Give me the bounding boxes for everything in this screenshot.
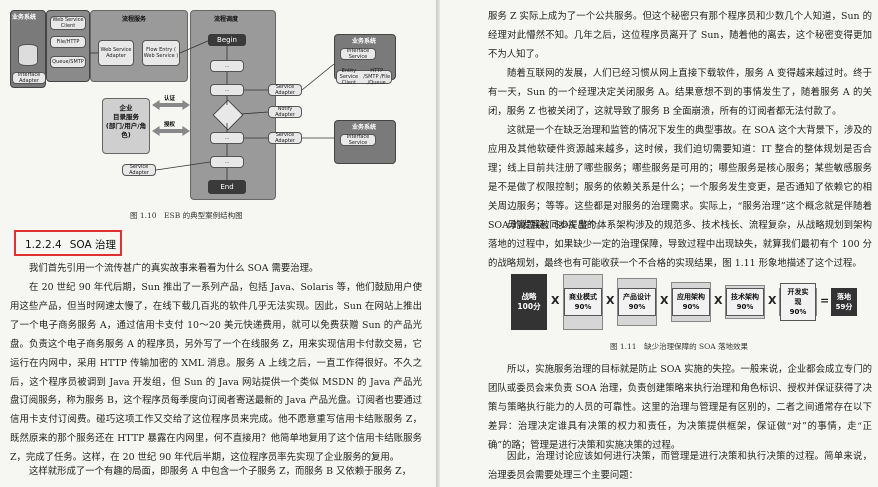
esb-diagram: 业务系统 Web Service Client File/HTTP Queue/… — [6, 4, 430, 204]
right-para-4: 所以，实施服务治理的目标就是防止 SOA 实施的失控。一般来说，企业都会成立专门… — [488, 364, 872, 451]
funnel-result: 落地 59分 — [831, 288, 857, 316]
section-title: SOA 治理 — [69, 239, 117, 251]
flow-item-0: Web Service Adapter — [98, 40, 134, 66]
book-gutter — [436, 0, 440, 487]
equals-sign: = — [820, 294, 830, 307]
fig110-caption: 图 1.10 ESB 的典型案例结构图 — [130, 211, 243, 220]
left-para-2: 这样就形成了一个有趣的局面，即服务 A 中包含一个子服务 Z，而服务 B 又依赖… — [29, 466, 412, 477]
section-heading: 1.2.2.4 SOA 治理 — [25, 237, 116, 252]
right-para-0: 服务 Z 实际上成为了一个公共服务。但这个秘密只有那个程序员和少数几个人知道，S… — [488, 11, 872, 60]
stage-3-name: 技术架构 — [731, 293, 759, 301]
stage-3-rate: 90% — [736, 303, 754, 311]
step-2: ... — [210, 84, 244, 96]
funnel-stage-0: 商业模式 90% — [563, 274, 603, 330]
flow-schedule-title: 流程调度 — [214, 16, 239, 23]
stage-1-name: 产品设计 — [623, 293, 651, 301]
right-para-2: 这就是一个在缺乏治理和监管的情况下发生的典型事故。在 SOA 这个大背景下，涉及… — [488, 125, 872, 231]
funnel-start-label: 战略 — [521, 292, 537, 301]
left-para-1: 在 20 世纪 90 年代后期，Sun 推出了一系列产品，包括 Java、Sol… — [10, 282, 422, 464]
stage-0-name: 商业模式 — [569, 293, 597, 301]
multiply-sign-1: X — [606, 294, 615, 307]
adapter-1: Notify Adapter — [268, 106, 302, 118]
diagram-connectors — [90, 39, 335, 180]
step-4: ... — [210, 156, 244, 168]
multiply-sign-4: X — [768, 294, 777, 307]
stage-1-rate: 90% — [628, 303, 646, 311]
authz-arrow — [152, 126, 190, 136]
funnel-result-label: 落地 — [837, 293, 851, 301]
enterprise-label: 企业 目录服务 (部门/用户/角色) — [102, 104, 150, 140]
stage-2-name: 应用架构 — [677, 293, 705, 301]
section-highlight-box — [14, 230, 122, 256]
begin-node: Begin — [208, 34, 246, 46]
step-1: ... — [210, 60, 244, 72]
right-para-5: 因此，治理讨论应该如何进行决策，而管理是进行决策和执行决策的过程。简单来说，治理… — [488, 451, 872, 481]
multiply-sign-0: X — [551, 294, 560, 307]
right-bottom-label: Entity Service Client HTTP /SMTP /File /… — [336, 68, 392, 86]
left-para-0: 我们首先引用一个流传甚广的真实故事来看看为什么 SOA 需要治理。 — [29, 263, 319, 274]
right-para-1: 随着互联网的发展，人们已经习惯从网上直接下载软件，服务 A 变得越来越过时。终于… — [488, 68, 872, 117]
right-bottom-sub: HTTP /SMTP /File /Queue — [363, 68, 391, 86]
funnel-start-score: 100分 — [517, 302, 541, 311]
section-number: 1.2.2.4 — [25, 239, 62, 251]
right-bottom-label-text: Entity Service Client — [339, 68, 359, 86]
enterprise-directory — [102, 98, 150, 154]
stage-4-rate: 90% — [789, 308, 807, 316]
funnel-stage-1: 产品设计 90% — [617, 278, 657, 326]
right-page — [440, 0, 878, 487]
left-system-title: 业务系统 — [12, 14, 37, 21]
adapter-3: Service Adapter — [122, 164, 156, 176]
right-para-3: 毋庸置疑，SOA 整个体系架构涉及的规范多、技术栈长、流程复杂，从战略规划到架构… — [488, 220, 872, 269]
left-page: 业务系统 Web Service Client File/HTTP Queue/… — [0, 0, 436, 487]
left-item-1: File/HTTP — [50, 36, 86, 48]
enterprise-line-0: 企业 — [119, 104, 133, 112]
enterprise-line-1: 目录服务 — [113, 113, 139, 121]
stage-2-rate: 90% — [682, 303, 700, 311]
flow-service-title: 流程服务 — [122, 16, 147, 23]
auth-arrow — [152, 100, 190, 110]
adapter-2: Service Adapter — [268, 132, 302, 144]
adapter-0: Service Adapter — [268, 84, 302, 96]
right-system2-title: 业务系统 — [352, 124, 377, 131]
left-item-2: Queue/SMTP — [50, 56, 86, 68]
right-system-title: 业务系统 — [352, 38, 377, 45]
end-node: End — [208, 180, 246, 194]
enterprise-line-2: (部门/用户/角色) — [105, 122, 147, 139]
funnel-stage-3: 技术架构 90% — [725, 285, 765, 319]
multiply-sign-2: X — [660, 294, 669, 307]
left-item-0: Web Service Client — [50, 16, 86, 30]
database-icon — [18, 44, 38, 66]
funnel-stage-4: 开发实现 90% — [779, 283, 817, 321]
funnel-result-score: 59分 — [835, 303, 853, 311]
right-interface: Interface Service — [340, 48, 376, 60]
auth-label: 认证 — [164, 96, 176, 102]
right-interface2: Interface Service — [340, 134, 376, 146]
left-adapter: Interface Adapter — [12, 72, 46, 84]
stage-4-name: 开发实现 — [787, 288, 809, 306]
authz-label: 授权 — [164, 122, 176, 128]
step-3: ... — [210, 132, 244, 144]
fig111-caption: 图 1.11 缺少治理保障的 SOA 落地效果 — [610, 342, 749, 351]
flow-item-1: Flow Entry ( Web Service ) — [142, 40, 180, 66]
stage-0-rate: 90% — [574, 303, 592, 311]
multiply-sign-3: X — [714, 294, 723, 307]
funnel-stage-2: 应用架构 90% — [671, 282, 711, 322]
